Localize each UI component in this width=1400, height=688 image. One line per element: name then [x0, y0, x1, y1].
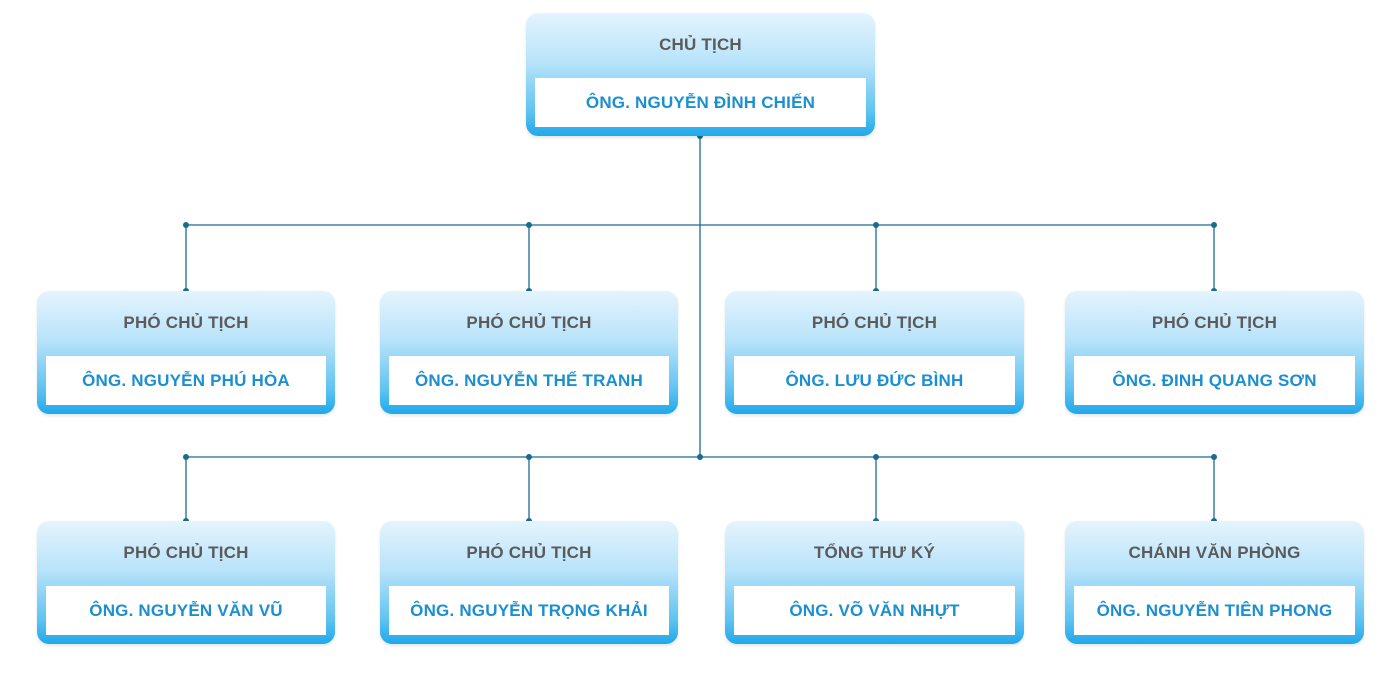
joint-dot	[873, 454, 879, 460]
node-title: PHÓ CHỦ TỊCH	[1151, 313, 1278, 332]
node-row1-3: PHÓ CHỦ TỊCH ÔNG. LƯU ĐỨC BÌNH	[725, 291, 1024, 414]
node-name: ÔNG. VÕ VĂN NHỰT	[734, 586, 1015, 635]
node-name: ÔNG. NGUYỄN VĂN VŨ	[46, 586, 326, 635]
joint-dot	[526, 454, 532, 460]
joint-dot	[183, 454, 189, 460]
joint-dot	[183, 222, 189, 228]
node-row1-1: PHÓ CHỦ TỊCH ÔNG. NGUYỄN PHÚ HÒA	[37, 291, 335, 414]
joint-dot	[697, 454, 703, 460]
node-title: PHÓ CHỦ TỊCH	[123, 313, 249, 332]
joint-dot	[526, 222, 532, 228]
node-name: ÔNG. NGUYỄN ĐÌNH CHIẾN	[535, 78, 866, 127]
node-row1-4: PHÓ CHỦ TỊCH ÔNG. ĐINH QUANG SƠN	[1065, 291, 1364, 414]
joint-dot	[1211, 454, 1217, 460]
node-row2-2: PHÓ CHỦ TỊCH ÔNG. NGUYỄN TRỌNG KHẢI	[380, 521, 678, 644]
node-title: PHÓ CHỦ TỊCH	[466, 313, 592, 332]
node-title: PHÓ CHỦ TỊCH	[123, 543, 249, 562]
joint-dot	[873, 222, 879, 228]
node-row1-2: PHÓ CHỦ TỊCH ÔNG. NGUYỄN THẾ TRANH	[380, 291, 678, 414]
node-name: ÔNG. NGUYỄN TIÊN PHONG	[1074, 586, 1355, 635]
node-title: TỔNG THƯ KÝ	[813, 543, 936, 562]
node-title: PHÓ CHỦ TỊCH	[466, 543, 592, 562]
node-row2-4: CHÁNH VĂN PHÒNG ÔNG. NGUYỄN TIÊN PHONG	[1065, 521, 1364, 644]
node-name: ÔNG. LƯU ĐỨC BÌNH	[734, 356, 1015, 405]
node-title: PHÓ CHỦ TỊCH	[811, 313, 938, 332]
node-name: ÔNG. ĐINH QUANG SƠN	[1074, 356, 1355, 405]
node-row2-1: PHÓ CHỦ TỊCH ÔNG. NGUYỄN VĂN VŨ	[37, 521, 335, 644]
node-name: ÔNG. NGUYỄN TRỌNG KHẢI	[389, 586, 669, 635]
joint-dot	[1211, 222, 1217, 228]
node-title: CHÁNH VĂN PHÒNG	[1128, 543, 1301, 562]
node-chairman: CHỦ TỊCH ÔNG. NGUYỄN ĐÌNH CHIẾN	[526, 13, 875, 136]
node-title: CHỦ TỊCH	[659, 35, 742, 54]
node-name: ÔNG. NGUYỄN PHÚ HÒA	[46, 356, 326, 405]
node-name: ÔNG. NGUYỄN THẾ TRANH	[389, 356, 669, 405]
node-row2-3: TỔNG THƯ KÝ ÔNG. VÕ VĂN NHỰT	[725, 521, 1024, 644]
